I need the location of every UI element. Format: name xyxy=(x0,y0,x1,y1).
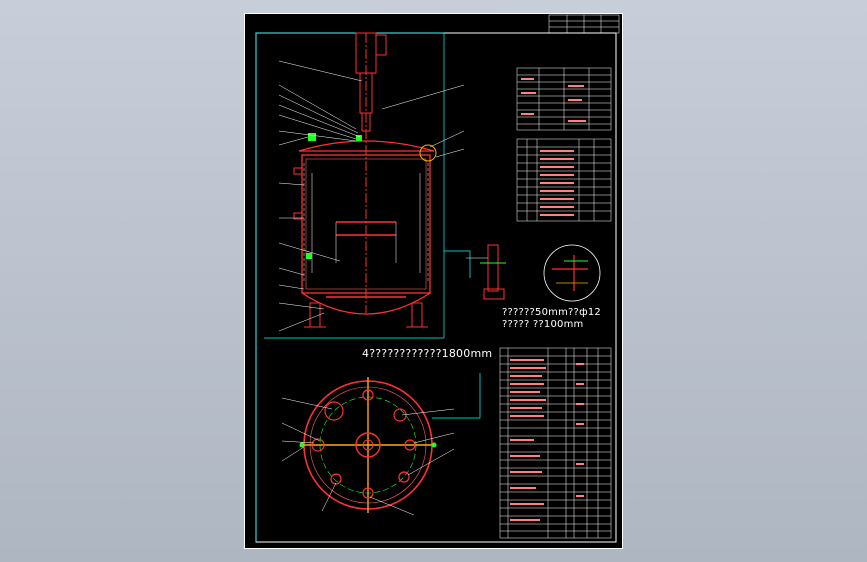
outer-frame xyxy=(244,13,623,549)
detail-a xyxy=(466,244,506,300)
revision-header xyxy=(548,14,620,34)
construction-lines xyxy=(256,32,481,419)
weld-note-line-2: ????? ??100mm xyxy=(502,319,584,330)
dimension-note: 4????????????1800mm xyxy=(362,347,493,360)
vessel-elevation xyxy=(293,32,437,328)
inner-frame xyxy=(255,32,617,543)
nozzle-table xyxy=(516,138,612,222)
detail-b xyxy=(543,244,601,302)
weld-note-line-1: ??????50mm??ф12 xyxy=(502,307,601,318)
vessel-plan-view xyxy=(299,377,437,513)
elevation-callouts xyxy=(278,60,465,332)
drawing-sheet: 4????????????1800mm ??????50mm??ф12 ????… xyxy=(244,13,623,549)
parts-list-table xyxy=(499,347,612,539)
plan-callouts xyxy=(281,397,455,516)
technical-spec-table xyxy=(516,67,612,131)
cad-drawing xyxy=(244,13,623,549)
